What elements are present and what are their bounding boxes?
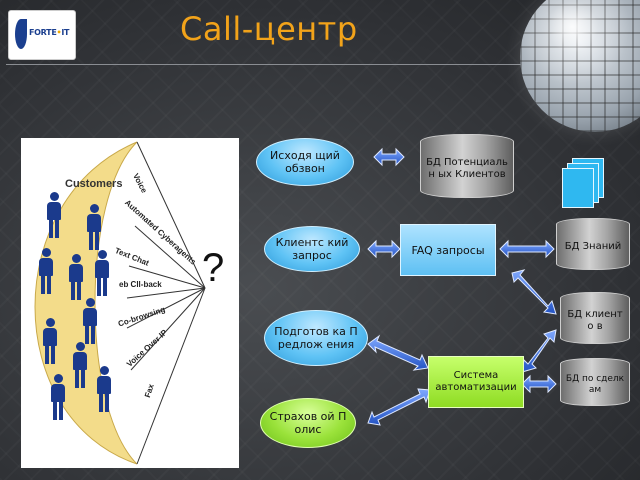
person-icon	[83, 298, 97, 344]
double-arrow-icon	[367, 388, 431, 426]
box-faq-requests: FAQ запросы	[400, 224, 496, 276]
logo-dot: •	[56, 28, 62, 37]
node-outbound-call: Исходя щий обзвон	[256, 138, 354, 186]
channel-web-callback: eb Cll-back	[119, 280, 162, 289]
db-clients: БД клиенто в	[560, 292, 630, 344]
double-arrow-icon	[373, 147, 405, 167]
node-insurance-policy: Страхов ой Полис	[260, 398, 356, 448]
logo-text-forte: FORTE	[29, 28, 57, 37]
double-arrow-icon	[499, 239, 555, 259]
person-icon	[97, 366, 111, 412]
db-deals: БД по сделкам	[560, 358, 630, 406]
document-sheet	[562, 168, 594, 208]
db-potential-clients: БД Потенциальн ых Клиентов	[420, 134, 514, 198]
double-arrow-icon	[367, 239, 401, 259]
person-icon	[73, 342, 87, 388]
logo-wordmark: FORTE•IT	[29, 28, 69, 37]
person-icon	[69, 254, 83, 300]
person-icon	[43, 318, 57, 364]
channel-fan-lines	[126, 141, 206, 465]
customers-panel: Customers Voice Automated Cyberagents Te…	[21, 138, 239, 468]
person-icon	[51, 374, 65, 420]
double-arrow-icon	[511, 269, 557, 315]
documents-icon	[560, 158, 604, 210]
node-prepare-proposals: Подготов ка Предлож ения	[264, 310, 368, 366]
person-icon	[87, 204, 101, 250]
customers-label: Customers	[65, 178, 123, 190]
forte-it-logo: FORTE•IT	[8, 10, 76, 60]
person-icon	[95, 250, 109, 296]
node-client-request: Клиентс кий запрос	[264, 226, 360, 272]
db-knowledge: БД Знаний	[556, 218, 630, 270]
question-mark: ?	[202, 246, 225, 290]
double-arrow-icon	[521, 329, 557, 373]
title-divider	[6, 64, 526, 65]
double-arrow-icon	[521, 374, 557, 394]
box-automation-system: Система автоматизации	[428, 356, 524, 408]
page-title: Call-центр	[180, 10, 358, 48]
person-icon	[47, 192, 61, 238]
person-icon	[39, 248, 53, 294]
logo-mark-icon	[15, 19, 27, 49]
logo-text-it: IT	[61, 28, 70, 37]
double-arrow-icon	[367, 334, 429, 371]
